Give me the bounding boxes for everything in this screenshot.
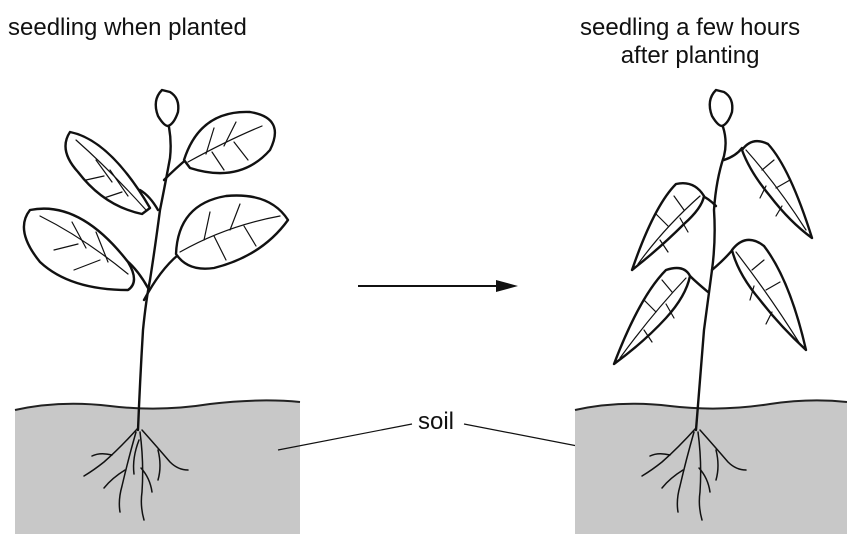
- right-leaf-upper-left: [632, 183, 704, 270]
- soil-label: soil: [415, 408, 457, 436]
- left-leaf-upper-left: [66, 132, 151, 214]
- right-leaf-lower-right: [732, 240, 806, 350]
- left-leaf-lower-right: [176, 196, 288, 269]
- transition-arrow: [358, 280, 518, 292]
- right-leaf-upper-right: [742, 141, 812, 238]
- right-stem: [690, 124, 742, 430]
- right-soil-block: [575, 400, 847, 534]
- left-soil-block: [15, 400, 300, 534]
- left-leaf-lower-left: [24, 209, 134, 290]
- left-leaf-upper-right: [184, 112, 275, 173]
- right-leaf-lower-left: [614, 268, 690, 364]
- right-bud: [710, 90, 733, 126]
- left-stem: [126, 122, 188, 430]
- left-bud: [156, 90, 179, 126]
